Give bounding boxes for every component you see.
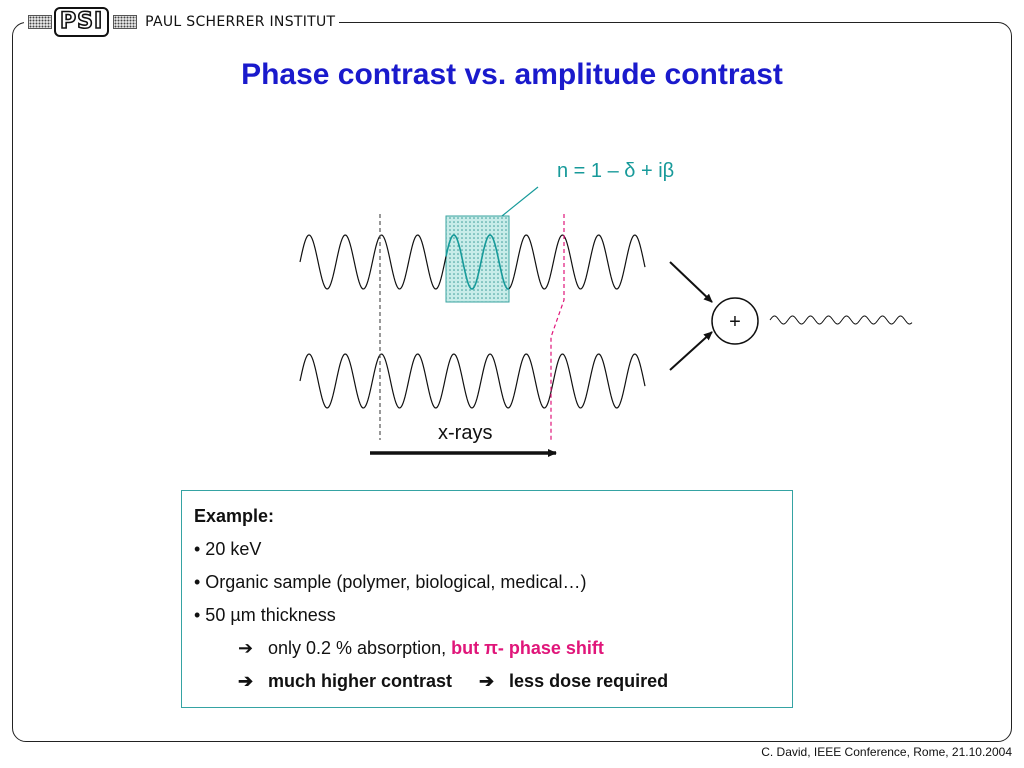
xrays-label: x-rays (438, 422, 493, 444)
footer-credit: C. David, IEEE Conference, Rome, 21.10.2… (761, 745, 1012, 759)
phase-shift-line (550, 214, 565, 440)
contrast-text: much higher contrast (268, 671, 453, 691)
right-arrow-icon: ➔ (238, 671, 254, 691)
right-arrow-icon: ➔ (479, 671, 495, 691)
upper-merge-arrow (669, 261, 713, 303)
formula-connector (501, 186, 539, 217)
logo-dots-icon (28, 15, 52, 29)
lower-merge-arrow (669, 331, 713, 371)
refractive-index-formula: n = 1 – δ + iβ (557, 160, 675, 182)
example-box: Example: • 20 keV • Organic sample (poly… (181, 490, 793, 708)
sample-region (445, 215, 510, 303)
institute-name: PAUL SCHERRER INSTITUT (145, 14, 336, 30)
sum-circle (711, 297, 759, 345)
absorption-text: only 0.2 % absorption, (268, 638, 447, 658)
resulting-wave (769, 315, 913, 325)
right-arrow-icon: ➔ (238, 638, 254, 658)
example-result-absorption: ➔ only 0.2 % absorption, but π- phase shi… (194, 635, 780, 668)
dose-text: less dose required (509, 671, 669, 691)
lower-wave (299, 353, 646, 409)
psi-logo: PSI (54, 7, 110, 37)
slide-frame (12, 22, 1012, 742)
sum-symbol: + (729, 311, 741, 333)
example-heading: Example: (194, 506, 275, 526)
example-result-contrast: ➔ much higher contrast ➔ less dose require… (194, 668, 780, 701)
example-bullet-energy: • 20 keV (194, 539, 262, 559)
upper-wave (299, 234, 646, 290)
logo-dots-icon (113, 15, 138, 29)
example-bullet-sample: • Organic sample (polymer, biological, m… (194, 572, 587, 592)
slide-title: Phase contrast vs. amplitude contrast (241, 58, 783, 91)
upper-wave-in-sample (445, 234, 510, 290)
phase-shift-highlight: but π- phase shift (451, 638, 604, 658)
example-bullet-thickness: • 50 µm thickness (194, 605, 336, 625)
header-logo-bar: PSI PAUL SCHERRER INSTITUT (24, 5, 340, 39)
